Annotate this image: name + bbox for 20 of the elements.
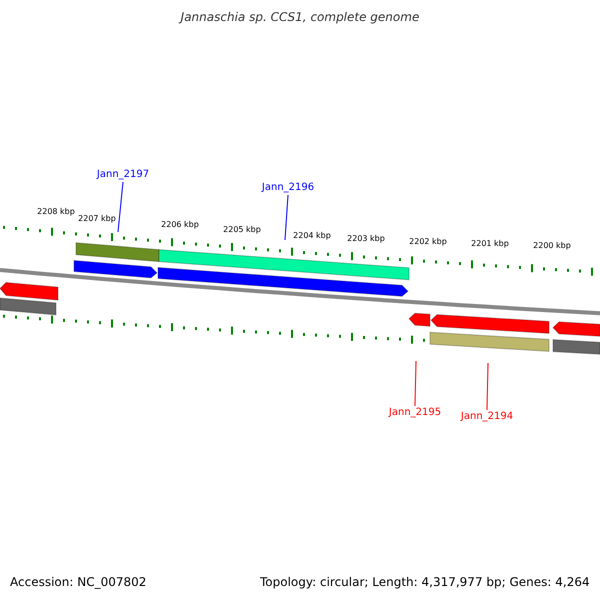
diagram-title: Jannaschia sp. CCS1, complete genome: [180, 11, 420, 23]
scale-label: 2201 kbp: [471, 240, 509, 248]
scale-label: 2200 kbp: [533, 242, 571, 250]
scale-label: 2203 kbp: [347, 235, 385, 243]
gene-label: Jann_2196: [262, 183, 314, 193]
gene-label: Jann_2194: [460, 412, 514, 422]
scale-label: 2206 kbp: [161, 221, 199, 229]
scale-label: 2205 kbp: [223, 226, 261, 234]
scale-label: 2207 kbp: [78, 215, 116, 223]
footer-text: Accession: NC_007802: [10, 576, 146, 588]
footer-text: Topology: circular; Length: 4,317,977 bp; Genes: 4,264: [260, 576, 590, 588]
scale-label: 2208 kbp: [37, 208, 75, 216]
gene-label: Jann_2195: [388, 408, 442, 418]
scale-label: 2204 kbp: [293, 232, 331, 240]
scale-label: 2202 kbp: [409, 238, 447, 246]
leader-line: [486, 362, 488, 410]
leader-line: [414, 360, 416, 406]
leader-line: [118, 182, 124, 232]
leader-line: [284, 194, 288, 240]
gene-label: Jann_2197: [96, 170, 150, 180]
